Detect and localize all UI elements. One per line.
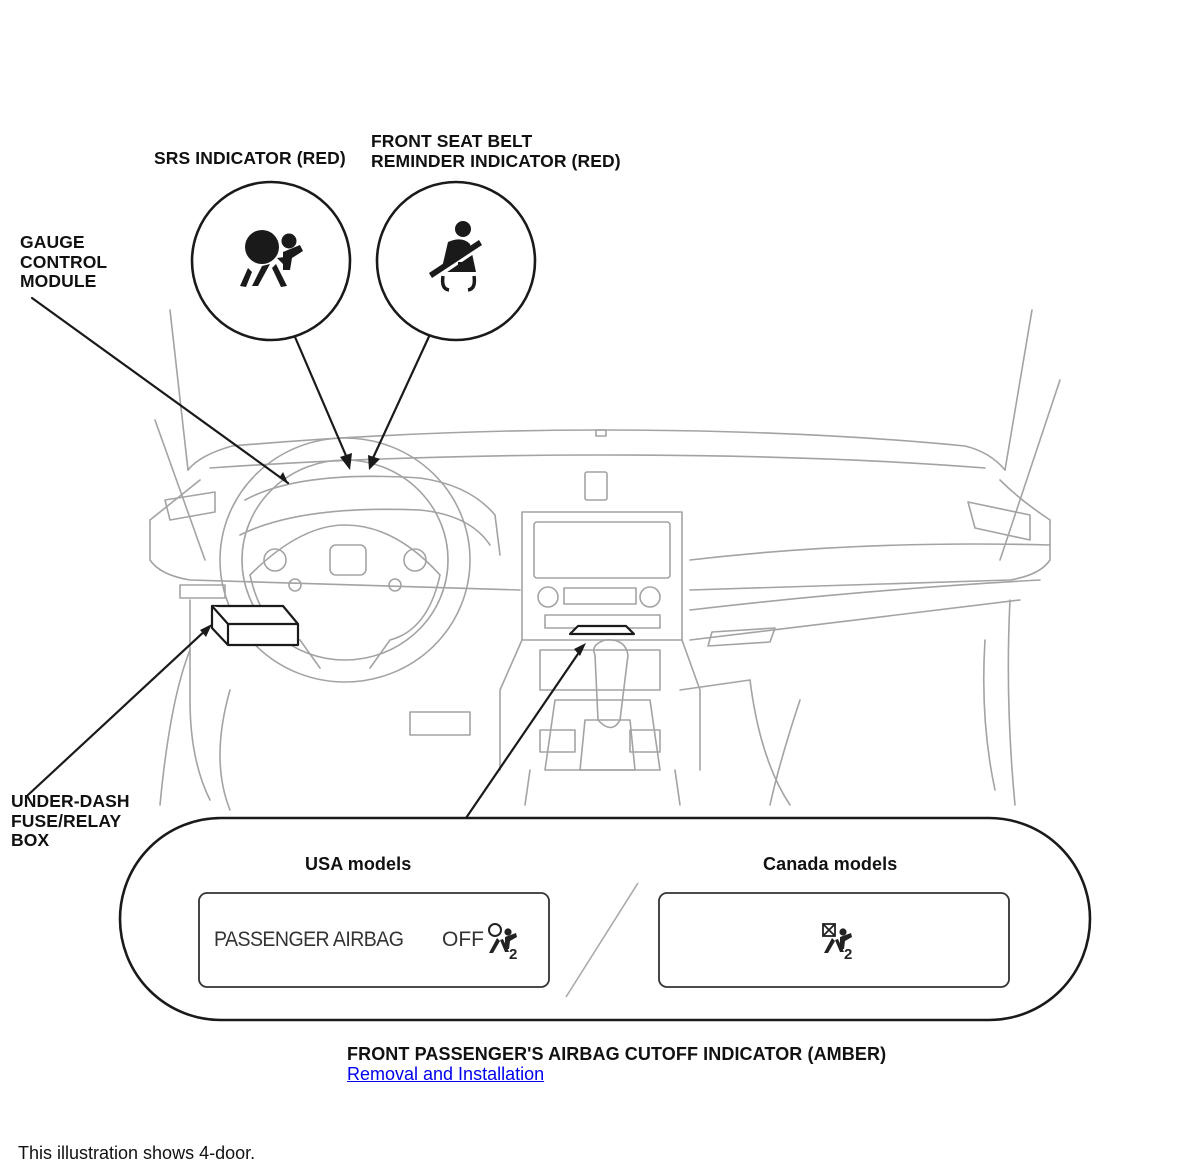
srs-airbag-icon [240, 230, 303, 287]
fuse-label-line2: FUSE/RELAY [11, 810, 122, 831]
gauge-label-line1: GAUGE [20, 232, 85, 252]
seat-belt-reminder-label: FRONT SEAT BELT REMINDER INDICATOR (RED) [371, 131, 621, 171]
fuse-relay-box [210, 604, 300, 647]
seat-belt-label-line1: FRONT SEAT BELT [371, 131, 533, 151]
canada-models-label: Canada models [763, 854, 898, 874]
gauge-label-line3: MODULE [20, 271, 97, 291]
cutoff-indicator-label: FRONT PASSENGER'S AIRBAG CUTOFF INDICATO… [347, 1044, 887, 1064]
passenger-airbag-text: PASSENGER AIRBAG [214, 928, 404, 951]
fuse-label-line3: BOX [11, 830, 50, 850]
fuse-label-line1: UNDER-DASH [11, 791, 130, 811]
svg-text:2: 2 [844, 946, 852, 963]
leader-lines [26, 296, 584, 820]
usa-indicator-panel [198, 892, 550, 988]
cutoff-indicator-on-dash [568, 624, 636, 636]
leader-arrowheads [200, 453, 586, 656]
models-divider [565, 882, 639, 998]
airbag-off-icon: 2 [822, 923, 852, 963]
dashboard-outline [149, 309, 1061, 811]
svg-text:2: 2 [509, 946, 517, 963]
removal-installation-link[interactable]: Removal and Installation [347, 1064, 545, 1084]
off-text: OFF [442, 928, 484, 951]
srs-indicator-label: SRS INDICATOR (RED) [154, 148, 346, 168]
gauge-label-line2: CONTROL [20, 251, 108, 272]
seat-belt-label-line2: REMINDER INDICATOR (RED) [371, 150, 621, 171]
fuse-relay-box-label: UNDER-DASH FUSE/RELAY BOX [11, 791, 130, 851]
airbag-off-icon: 2 [488, 923, 517, 963]
illustration-footnote: This illustration shows 4-door. [18, 1143, 256, 1163]
gauge-control-module-label: GAUGE CONTROL MODULE [20, 232, 108, 292]
seat-belt-icon [428, 221, 484, 292]
usa-models-label: USA models [305, 854, 412, 874]
